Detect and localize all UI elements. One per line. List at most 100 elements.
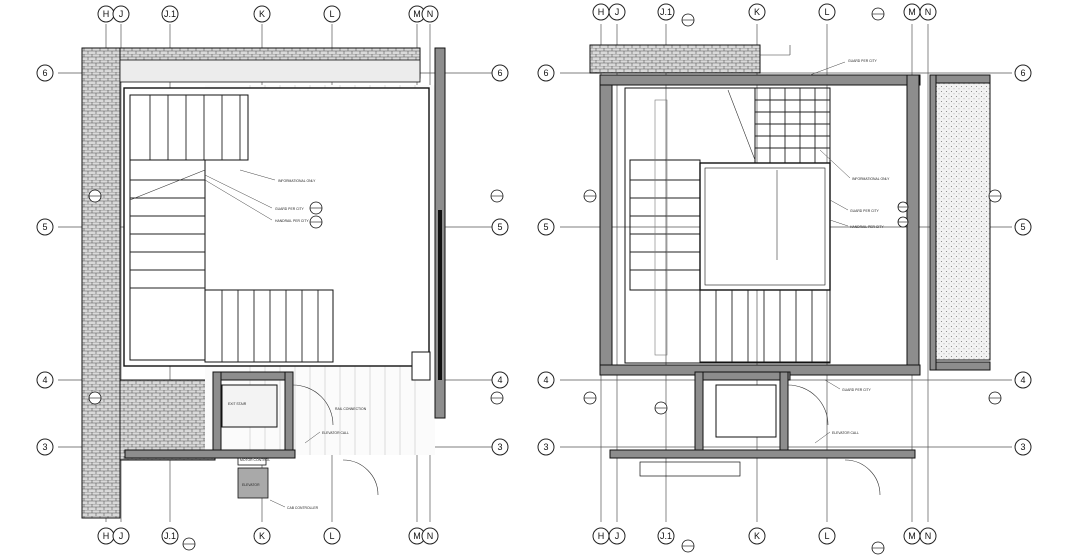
right-note-3: GUARD PER CITY xyxy=(850,209,880,213)
left-row-bubble-4-left: 4 xyxy=(36,371,54,389)
left-col-bubble-j1-top: J.1 xyxy=(161,5,179,23)
right-col-bubble-m-bottom: M xyxy=(903,527,921,545)
svg-text:J: J xyxy=(119,9,124,19)
left-col-bubble-n-bottom: N xyxy=(421,527,439,545)
svg-text:K: K xyxy=(259,531,265,541)
left-exterior-masonry xyxy=(81,47,121,519)
right-note-6: ELEVATOR CALL xyxy=(832,431,859,435)
left-west-run xyxy=(129,159,206,361)
left-row-bubble-6-right: 6 xyxy=(491,64,509,82)
left-col-bubble-k-bottom: K xyxy=(253,527,271,545)
right-elevator-cab xyxy=(715,384,777,438)
svg-text:M: M xyxy=(413,531,421,541)
right-row-bubble-5-left: 5 xyxy=(537,218,555,236)
left-row-bubble-5-right: 5 xyxy=(491,218,509,236)
right-plan: GUARD PER CITY INFORMATIONAL ONLY GUARD … xyxy=(537,3,1032,555)
right-section-marker-6 xyxy=(871,7,885,21)
left-note-9: CAB CONTROLLER xyxy=(287,506,319,510)
right-landing xyxy=(699,162,831,291)
svg-text:5: 5 xyxy=(497,222,502,232)
svg-text:6: 6 xyxy=(42,68,47,78)
svg-text:6: 6 xyxy=(1020,68,1025,78)
left-note-5: EXIT STAIR xyxy=(228,402,247,406)
svg-text:4: 4 xyxy=(497,375,502,385)
right-section-marker-7 xyxy=(681,13,695,27)
svg-text:H: H xyxy=(598,531,605,541)
left-col-bubble-k-top: K xyxy=(253,5,271,23)
svg-text:H: H xyxy=(598,7,605,17)
left-cab-controller xyxy=(237,467,269,499)
right-exterior-wall-left xyxy=(929,74,937,371)
left-elevator-cab xyxy=(221,384,278,428)
left-slab-edge xyxy=(119,59,421,83)
svg-text:L: L xyxy=(329,531,334,541)
right-notes: GUARD PER CITY INFORMATIONAL ONLY GUARD … xyxy=(809,59,890,444)
left-note-7: MOTOR CONTROL xyxy=(240,458,270,462)
right-exterior-wall-bottom xyxy=(929,361,991,371)
right-col-bubble-h-bottom: H xyxy=(592,527,610,545)
svg-text:J: J xyxy=(119,531,124,541)
svg-text:3: 3 xyxy=(1020,442,1025,452)
right-col-bubble-j1-bottom: J.1 xyxy=(657,527,675,545)
svg-text:N: N xyxy=(925,7,932,17)
left-col-bubble-j1-bottom: J.1 xyxy=(161,527,179,545)
left-col-bubble-j-top: J xyxy=(112,5,130,23)
left-row-bubble-3-left: 3 xyxy=(36,438,54,456)
right-door-swing-lower xyxy=(844,459,881,496)
svg-text:5: 5 xyxy=(1020,222,1025,232)
svg-text:4: 4 xyxy=(543,375,548,385)
svg-text:N: N xyxy=(925,531,932,541)
svg-text:K: K xyxy=(754,7,760,17)
right-col-bubble-l-bottom: L xyxy=(818,527,836,545)
right-row-bubble-3-left: 3 xyxy=(537,438,555,456)
left-note-4: RAIL CONNECTION xyxy=(335,407,367,411)
svg-text:6: 6 xyxy=(497,68,502,78)
right-col-bubble-k-bottom: K xyxy=(748,527,766,545)
left-section-marker-7 xyxy=(182,537,196,551)
right-col-bubble-j1-top: J.1 xyxy=(657,3,675,21)
right-north-wall xyxy=(599,74,921,86)
left-section-marker-3 xyxy=(490,189,504,203)
right-row-bubble-6-right: 6 xyxy=(1014,64,1032,82)
svg-text:N: N xyxy=(427,9,434,19)
left-col-bubble-h-top: H xyxy=(97,5,115,23)
right-handrail xyxy=(654,99,668,356)
left-elevator-wall-right xyxy=(284,371,294,453)
right-col-bubble-j-bottom: J xyxy=(608,527,626,545)
left-window xyxy=(438,210,442,380)
right-elevator-wall-top xyxy=(694,371,791,381)
svg-text:J: J xyxy=(615,531,620,541)
right-section-marker-2 xyxy=(583,391,597,405)
right-east-wall xyxy=(906,74,920,376)
svg-text:K: K xyxy=(754,531,760,541)
svg-text:H: H xyxy=(103,531,110,541)
left-section-marker-1 xyxy=(88,189,102,203)
right-exterior-wall-top xyxy=(929,74,991,84)
left-section-marker-5 xyxy=(309,201,323,215)
left-note-1: INFORMATIONAL ONLY xyxy=(278,179,316,183)
right-col-bubble-m-top: M xyxy=(903,3,921,21)
right-section-marker-8 xyxy=(681,539,695,553)
left-row-bubble-4-right: 4 xyxy=(491,371,509,389)
svg-text:3: 3 xyxy=(497,442,502,452)
right-row-bubble-5-right: 5 xyxy=(1014,218,1032,236)
left-door-swing xyxy=(292,384,334,426)
left-col-bubble-h-bottom: H xyxy=(97,527,115,545)
right-corridor-bench xyxy=(639,461,741,477)
right-west-run xyxy=(629,159,701,291)
right-upper-run xyxy=(754,87,831,164)
svg-text:H: H xyxy=(103,9,110,19)
right-west-wall xyxy=(599,74,613,376)
right-note-1: GUARD PER CITY xyxy=(848,59,878,63)
right-col-bubble-j-top: J xyxy=(608,3,626,21)
svg-text:4: 4 xyxy=(1020,375,1025,385)
svg-text:M: M xyxy=(908,7,916,17)
right-elevator-wall-right xyxy=(779,371,789,453)
svg-text:J: J xyxy=(615,7,620,17)
left-note-2: GUARD PER CITY xyxy=(275,207,305,211)
right-col-bubble-k-top: K xyxy=(748,3,766,21)
left-row-bubble-5-left: 5 xyxy=(36,218,54,236)
right-top-masonry xyxy=(589,44,761,74)
svg-text:J.1: J.1 xyxy=(164,531,176,541)
svg-text:L: L xyxy=(329,9,334,19)
